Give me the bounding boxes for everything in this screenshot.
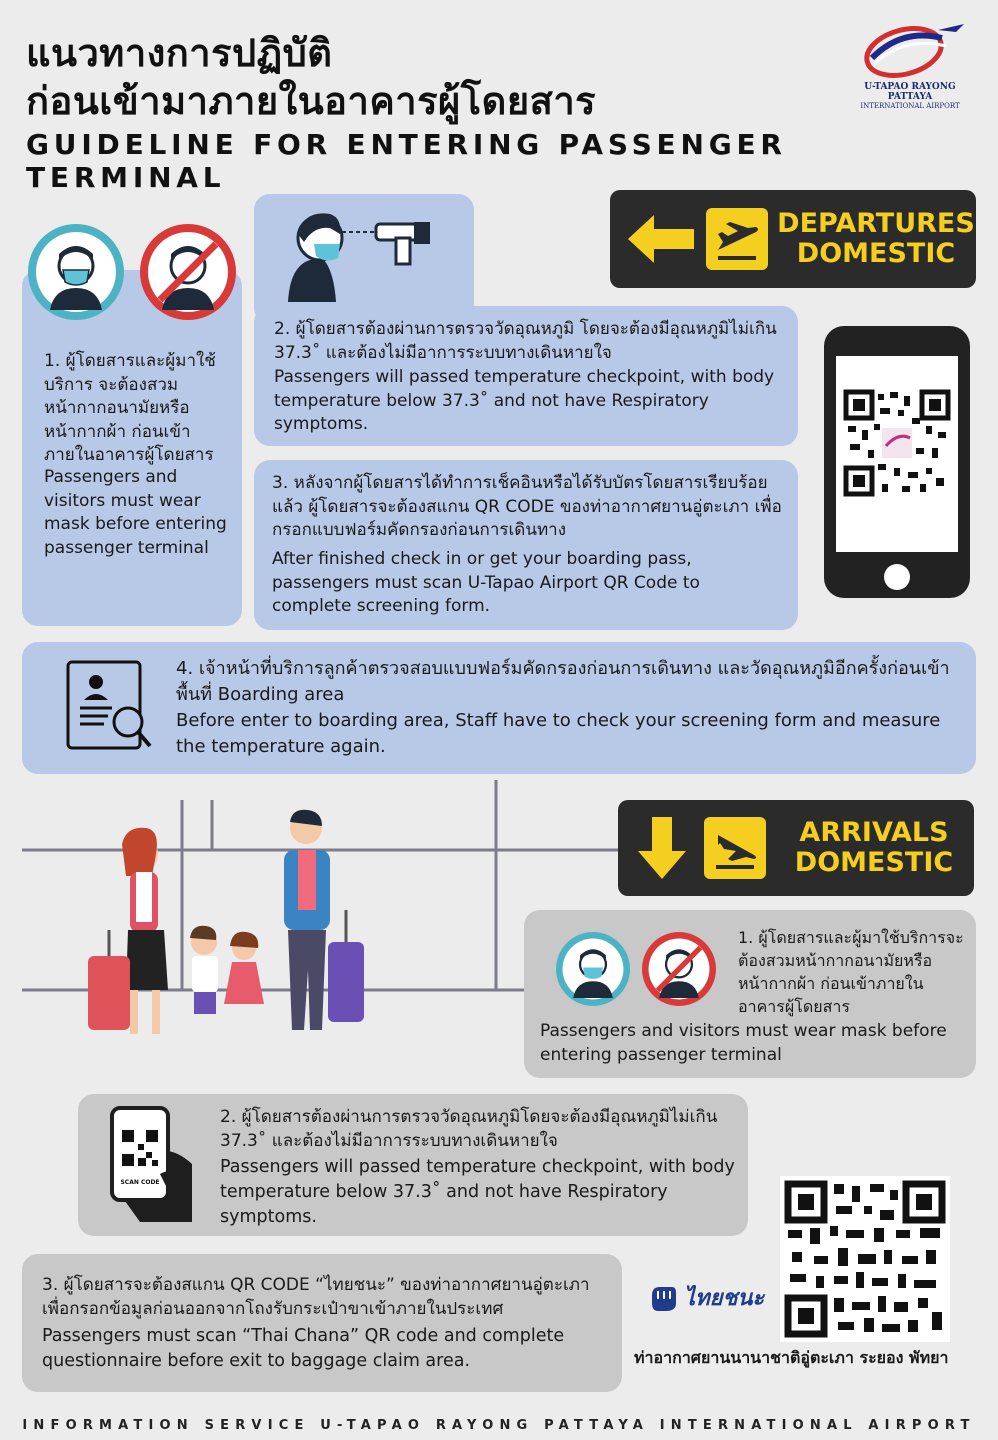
airport-logo: U-TAPAO RAYONG PATTAYA INTERNATIONAL AIR… xyxy=(842,18,978,114)
departures-step4-card xyxy=(22,642,976,774)
arrow-down-icon xyxy=(638,817,686,879)
arrivals-label: ARRIVALS xyxy=(799,817,949,848)
temperature-check-icon xyxy=(284,204,444,308)
departures-step2-thai: 2. ผู้โดยสารต้องผ่านการตรวจวัดอุณหภูมิ โ… xyxy=(274,319,777,363)
screening-form-check-icon xyxy=(64,658,154,758)
arrivals-step1-english: Passengers and visitors must wear mask b… xyxy=(540,1021,947,1065)
departures-step2-card xyxy=(254,306,798,446)
arrivals-step2-thai: 2. ผู้โดยสารต้องผ่านการตรวจวัดอุณหภูมิโด… xyxy=(220,1107,718,1151)
plane-takeoff-icon xyxy=(706,208,768,270)
arrivals-step1-thai: 1. ผู้โดยสารและผู้มาใช้บริการจะต้องสวมหน… xyxy=(738,928,964,1016)
arrivals-step2-english: Passengers will passed temperature check… xyxy=(220,1157,735,1227)
mask-on-icon-small xyxy=(556,932,630,1006)
no-mask-prohibited-icon xyxy=(140,224,236,320)
no-mask-prohibited-icon-small xyxy=(642,932,716,1006)
thaichana-fist-icon xyxy=(652,1286,676,1311)
thaichana-label: ไทยชนะ xyxy=(684,1286,765,1311)
screening-qr-code-icon xyxy=(842,388,952,498)
airport-name-thai: ท่าอากาศยานนานาชาติอู่ตะเภา ระยอง พัทยา xyxy=(634,1348,949,1367)
phone-home-button xyxy=(884,564,910,590)
title-thai-line1: แนวทางการปฏิบัติ xyxy=(26,31,333,75)
arrivals-sign: ARRIVALS DOMESTIC xyxy=(618,800,974,896)
thaichana-qr-code-icon xyxy=(780,1176,950,1342)
title-english: GUIDELINE FOR ENTERING PASSENGER TERMINA… xyxy=(26,128,787,194)
departures-step1-thai: 1. ผู้โดยสารและผู้มาใช้บริการ จะต้องสวมห… xyxy=(44,351,216,465)
scan-code-label: SCAN CODE xyxy=(120,1179,159,1186)
departures-step3-english: After finished check in or get your boar… xyxy=(272,549,700,616)
family-travel-illustration xyxy=(22,780,622,1070)
departures-step3-card xyxy=(254,460,798,630)
departures-domestic-label: DOMESTIC xyxy=(796,238,956,269)
logo-name-line1: U-TAPAO RAYONG PATTAYA xyxy=(864,82,956,102)
airport-logo-icon xyxy=(864,24,964,78)
smartphone-qr-icon xyxy=(824,326,970,598)
arrow-left-icon xyxy=(628,215,694,263)
thermometer-card-tab xyxy=(254,194,474,324)
arrivals-step3-card xyxy=(22,1254,622,1392)
arrivals-step3-english: Passengers must scan “Thai Chana” QR cod… xyxy=(42,1326,565,1371)
departures-step3-thai: 3. หลังจากผู้โดยสารได้ทำการเช็คอินหรือได… xyxy=(272,473,782,540)
departures-step1-card xyxy=(22,270,242,626)
departures-step1-english: Passengers and visitors must wear mask b… xyxy=(44,467,227,558)
mask-on-icon xyxy=(28,224,124,320)
thaichana-brand: ไทยชนะ xyxy=(646,1280,764,1315)
departures-step4-english: Before enter to boarding area, Staff hav… xyxy=(176,710,941,757)
plane-landing-icon xyxy=(704,817,766,879)
departures-step4-thai: 4. เจ้าหน้าที่บริการลูกค้าตรวจสอบแบบฟอร์… xyxy=(176,658,950,705)
title-thai-line2: ก่อนเข้ามาภายในอาคารผู้โดยสาร xyxy=(26,79,597,123)
arrivals-step3-thai: 3. ผู้โดยสารจะต้องสแกน QR CODE “ไทยชนะ” … xyxy=(42,1275,590,1319)
departures-step2-english: Passengers will passed temperature check… xyxy=(274,367,775,434)
logo-name-line2: INTERNATIONAL AIRPORT xyxy=(860,102,960,110)
departures-sign: DEPARTURES DOMESTIC xyxy=(610,190,976,288)
hand-scan-phone-icon: SCAN CODE xyxy=(100,1104,200,1228)
departures-label: DEPARTURES xyxy=(777,208,975,239)
arrivals-domestic-label: DOMESTIC xyxy=(794,847,954,878)
footer-text: INFORMATION SERVICE U-TAPAO RAYONG PATTA… xyxy=(22,1418,976,1433)
